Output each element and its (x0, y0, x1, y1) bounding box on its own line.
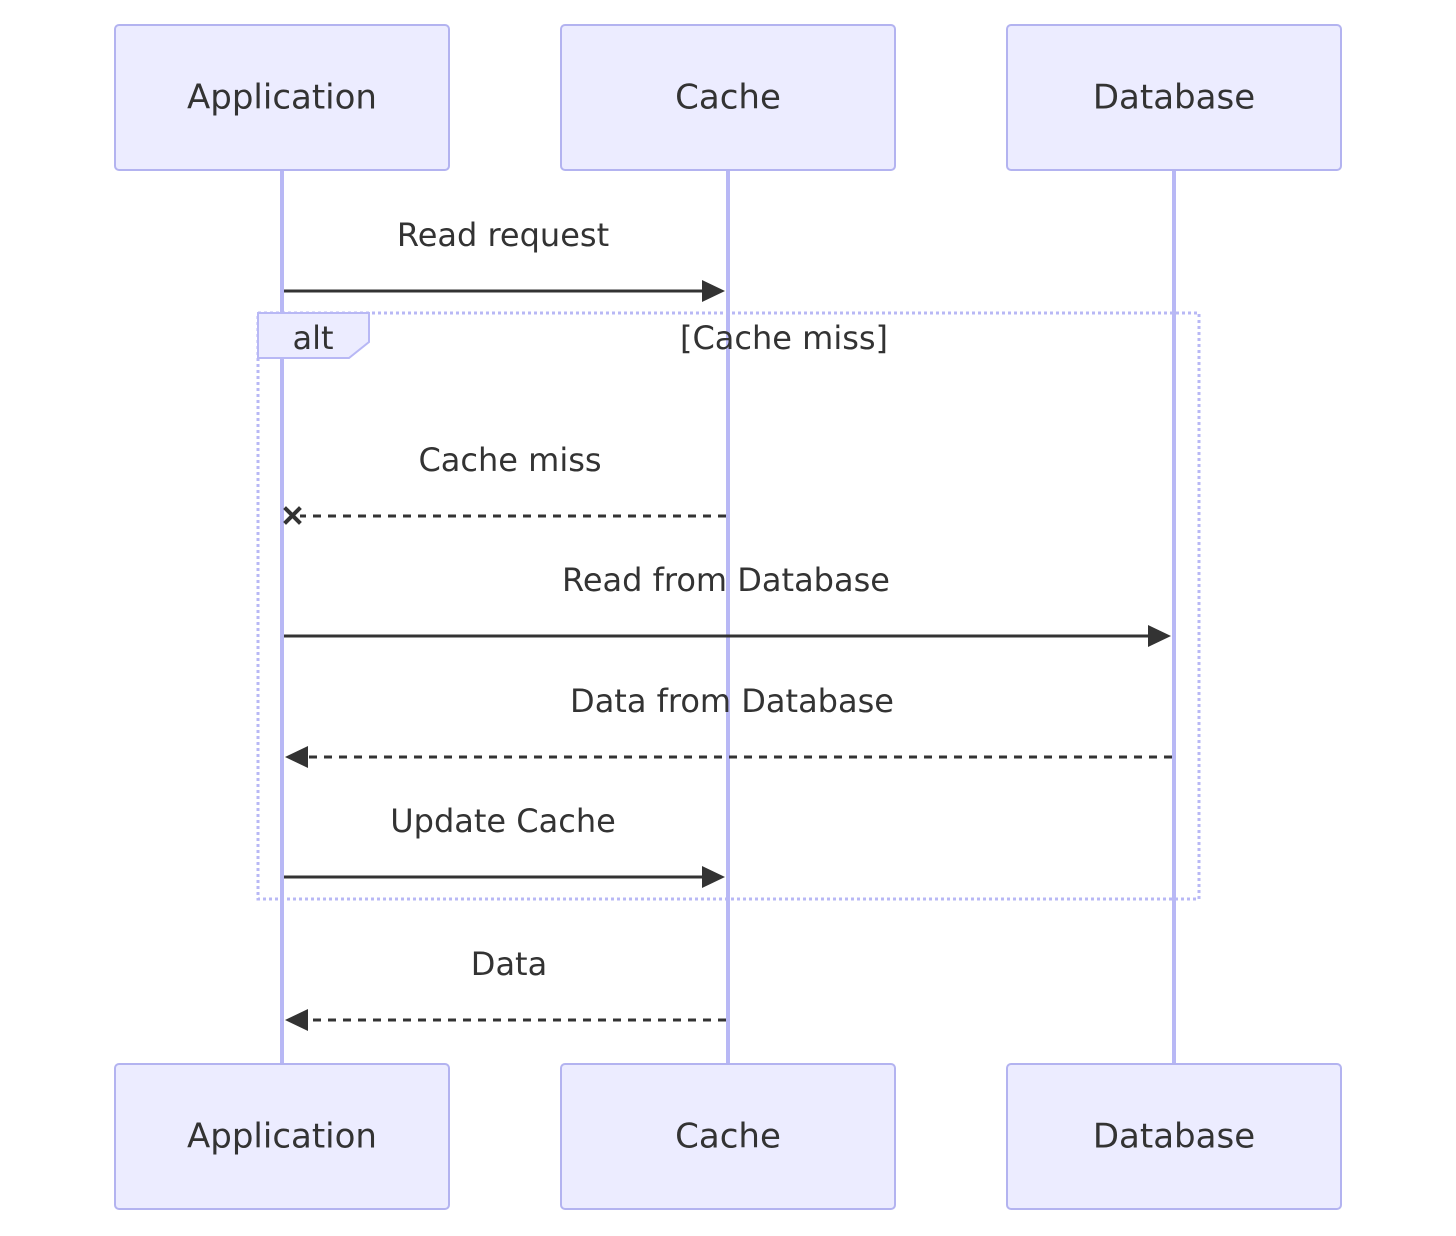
arrow-head-left (285, 746, 308, 768)
participant-bottom-application: Application (114, 1063, 450, 1210)
participant-label: Cache (675, 1117, 781, 1157)
message-label: Update Cache (390, 802, 616, 840)
message-data-from-database: Data from Database (285, 682, 1172, 768)
alt-fragment-condition: [Cache miss] (680, 319, 888, 357)
alt-fragment-border (256, 311, 1201, 901)
cross-icon (283, 506, 302, 525)
message-read-request: Read request (284, 216, 725, 302)
alt-fragment: alt [Cache miss] (256, 311, 1201, 901)
message-data: Data (285, 945, 726, 1031)
participant-bottom-cache: Cache (560, 1063, 896, 1210)
participant-label: Database (1093, 78, 1255, 118)
participant-top-application: Application (114, 24, 450, 171)
arrow-head-right (702, 866, 725, 888)
message-label: Read from Database (562, 561, 890, 599)
arrow-head-right (702, 280, 725, 302)
message-label: Data (471, 945, 547, 983)
message-read-from-database: Read from Database (284, 561, 1171, 647)
participant-label: Cache (675, 78, 781, 118)
message-label: Cache miss (418, 441, 601, 479)
arrow-head-left (285, 1009, 308, 1031)
participant-bottom-database: Database (1006, 1063, 1342, 1210)
alt-fragment-tab (257, 312, 370, 359)
alt-fragment-keyword: alt (292, 319, 333, 357)
participant-label: Database (1093, 1117, 1255, 1157)
participant-top-cache: Cache (560, 24, 896, 171)
message-cache-miss: Cache miss (283, 441, 726, 525)
arrow-head-right (1148, 625, 1171, 647)
participant-top-database: Database (1006, 24, 1342, 171)
participant-label: Application (187, 78, 377, 118)
participant-label: Application (187, 1117, 377, 1157)
message-update-cache: Update Cache (284, 802, 725, 888)
message-label: Read request (397, 216, 609, 254)
message-label: Data from Database (570, 682, 894, 720)
